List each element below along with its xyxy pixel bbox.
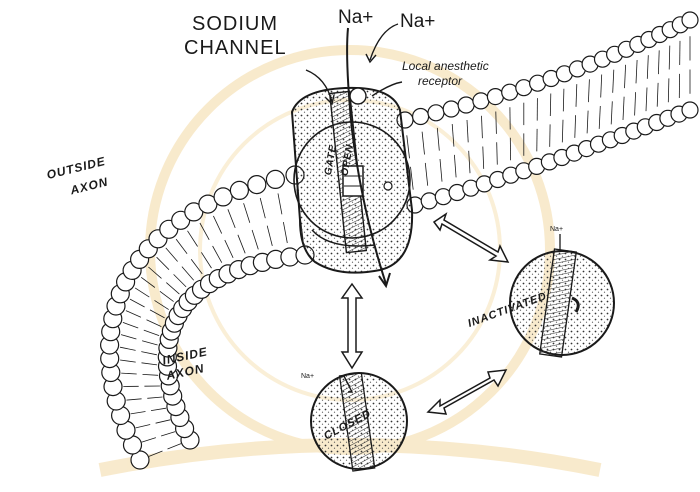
lipid-tail	[657, 83, 658, 107]
lipid-tail	[635, 92, 636, 115]
lipid-head	[428, 105, 444, 121]
channel-label: CHANNEL	[184, 38, 287, 58]
lipid-tail	[136, 425, 151, 428]
lipid-tail	[244, 203, 250, 223]
lipid-tail	[588, 79, 589, 102]
lipid-head	[458, 97, 474, 113]
lipid-head	[214, 188, 232, 206]
lipid-tail	[160, 291, 174, 301]
lipid-head	[473, 93, 489, 109]
lipid-tail	[142, 341, 158, 345]
lipid-tail	[174, 274, 187, 287]
lipid-tail	[201, 252, 211, 268]
lipid-tail	[563, 89, 564, 112]
lipid-tail	[166, 248, 178, 262]
lipid-tail	[141, 352, 157, 355]
lipid-tail	[587, 111, 588, 134]
lipid-tail	[562, 120, 563, 143]
lipid-tail	[135, 288, 149, 297]
lipid-tail	[611, 101, 612, 124]
lipid-tail	[668, 78, 669, 102]
lipid-tail	[252, 230, 258, 249]
lipid-tail	[636, 60, 637, 83]
lipid-tail	[283, 222, 287, 243]
lipid-tail	[213, 246, 222, 263]
lipid-tail	[599, 106, 600, 129]
lipid-tail	[142, 438, 156, 443]
lipid-tail	[422, 132, 424, 155]
lipid-tail	[161, 432, 175, 436]
lipid-tail	[147, 397, 162, 398]
lipid-tail	[658, 50, 659, 74]
lipid-head	[421, 193, 437, 209]
lipid-tail	[497, 142, 498, 164]
lipid-tail	[482, 116, 483, 138]
inactivated-na-label: Na+	[550, 226, 563, 233]
lipid-tail	[225, 240, 233, 258]
lipid-tail	[213, 216, 221, 234]
lipid-tail	[143, 374, 159, 375]
lipid-head	[248, 176, 266, 194]
lipid-tail	[425, 163, 427, 186]
sodium-channel-protein	[292, 88, 412, 273]
lipid-tail	[601, 75, 602, 98]
na-inward-label: Na+	[338, 8, 373, 27]
lipid-tail	[126, 311, 141, 318]
lipid-tail	[166, 283, 179, 295]
lipid-tail	[120, 347, 136, 350]
lipid-tail	[411, 167, 414, 190]
lipid-head	[266, 170, 284, 188]
lipid-tail	[669, 46, 670, 70]
lipid-tail	[407, 135, 410, 158]
lipid-tail	[188, 231, 198, 247]
na-ion-label: Na+	[400, 12, 435, 31]
lipid-tail	[625, 65, 626, 88]
lipid-tail	[123, 322, 138, 328]
lipid-tail	[168, 444, 182, 449]
inactivated-state-inset	[510, 234, 614, 357]
lipid-tail	[156, 420, 171, 423]
lipid-head	[487, 89, 503, 105]
closed-na-label: Na+	[301, 373, 314, 380]
lipid-tail	[576, 84, 577, 107]
arrow-open-closed	[342, 284, 362, 368]
lipid-tail	[260, 198, 265, 218]
lipid-tail	[267, 226, 272, 246]
receptor-label-line1: Local anesthetic	[402, 60, 489, 72]
lipid-tail	[550, 94, 551, 117]
lipid-tail	[142, 363, 158, 365]
lipid-tail	[454, 155, 456, 178]
lipid-tail	[182, 267, 194, 281]
lipid-tail	[151, 408, 166, 410]
lipid-tail	[646, 88, 647, 112]
lipid-tail	[483, 147, 484, 169]
lipid-tail	[120, 360, 136, 362]
lipid-tail	[278, 193, 282, 214]
lipid-head	[413, 109, 429, 125]
lipid-tail	[157, 257, 169, 270]
lipid-tail	[130, 299, 145, 307]
lipid-tail	[121, 373, 137, 374]
lipid-head	[230, 181, 248, 199]
sodium-label: SODIUM	[192, 14, 278, 34]
lipid-head	[443, 101, 459, 117]
lipid-head	[682, 12, 698, 28]
membrane-inner-heads	[158, 102, 698, 449]
lipid-tail	[575, 115, 576, 138]
receptor-label-line2: receptor	[418, 75, 462, 87]
lipid-tail	[228, 209, 235, 228]
lipid-tail	[126, 399, 141, 400]
lipid-tail	[238, 235, 245, 254]
lipid-tail	[467, 120, 468, 142]
lipid-tail	[623, 97, 624, 120]
lipid-tail	[647, 55, 648, 79]
lipid-tail	[440, 159, 442, 182]
lipid-tail	[144, 330, 159, 336]
lipid-head	[682, 102, 698, 118]
lipid-tail	[131, 412, 146, 414]
lipid-tail	[176, 239, 187, 254]
lipid-tail	[613, 70, 614, 93]
lipid-tail	[121, 335, 136, 339]
